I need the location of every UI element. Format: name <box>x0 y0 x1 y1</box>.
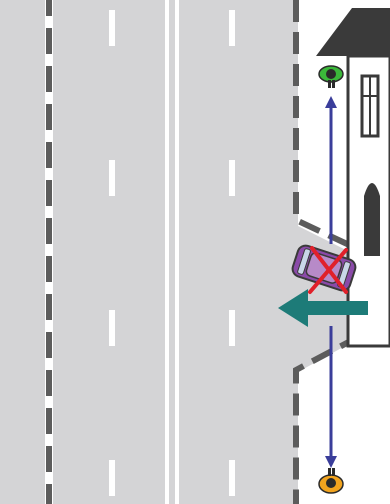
center-line-right <box>175 0 179 504</box>
curb-segment <box>46 218 52 244</box>
lane-dash <box>109 10 115 46</box>
curb-segment <box>46 408 52 434</box>
curb-segment <box>46 370 52 396</box>
lane-dash <box>229 310 235 346</box>
lane-dash <box>109 160 115 196</box>
curb-segment <box>46 332 52 358</box>
curb-segment <box>46 104 52 130</box>
lane-dash <box>229 10 235 46</box>
curb-segment <box>46 0 52 16</box>
lane-dash <box>109 310 115 346</box>
lane-dash <box>229 460 235 496</box>
door-icon <box>364 183 380 256</box>
left-curb <box>45 0 53 504</box>
curb-segment <box>46 180 52 206</box>
center-line-left <box>165 0 169 504</box>
curb-segment <box>46 446 52 472</box>
curb-segment <box>46 142 52 168</box>
curb-segment <box>46 256 52 282</box>
curb-segment <box>46 28 52 54</box>
lane-dash <box>109 460 115 496</box>
curb-segment <box>46 484 52 504</box>
lane-dash <box>229 160 235 196</box>
curb-segment <box>46 66 52 92</box>
curb-segment <box>46 294 52 320</box>
